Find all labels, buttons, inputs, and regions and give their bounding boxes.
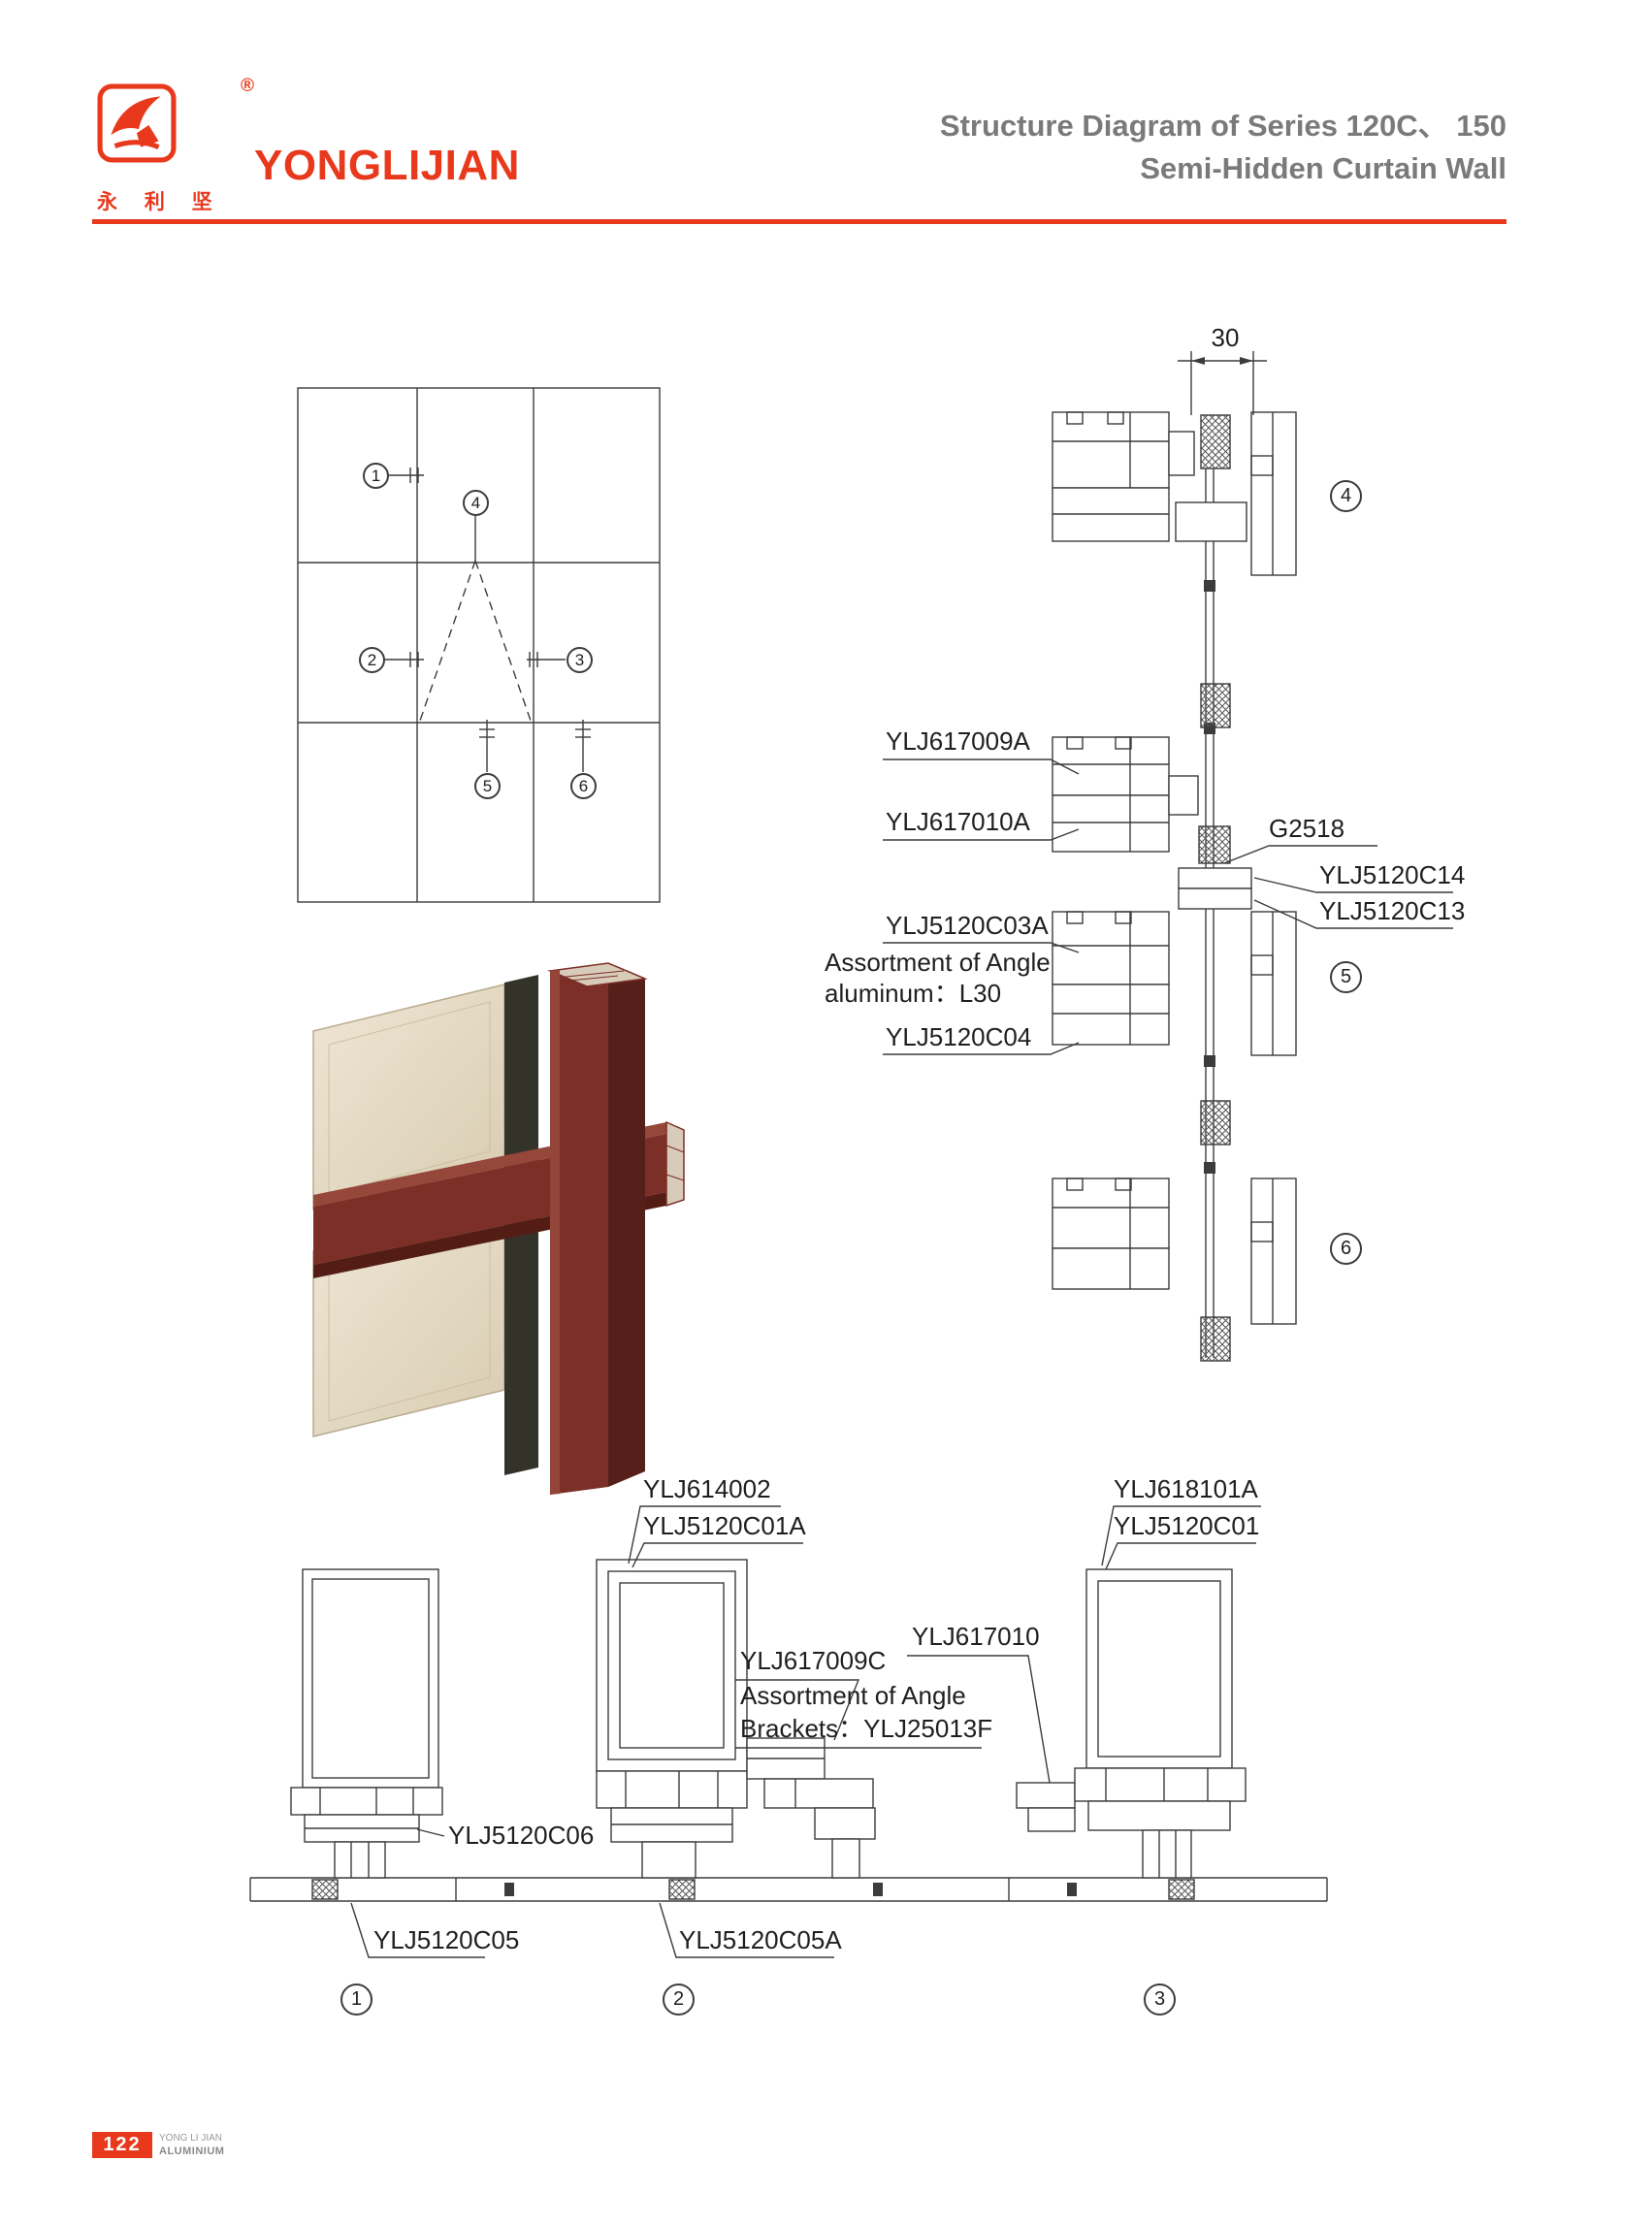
- footer-company: YONG LI JIAN ALUMINIUM: [159, 2133, 224, 2158]
- dimension-30-lines: [1178, 351, 1267, 415]
- page-title: Structure Diagram of Series 120C、 150 Se…: [940, 105, 1506, 190]
- glass-gaskets: [1204, 580, 1215, 1174]
- label-ylj5120c05a: YLJ5120C05A: [679, 1925, 842, 1954]
- detail-3-profiles: [1016, 1568, 1247, 1879]
- page-title-line1: Structure Diagram of Series 120C、 150: [939, 109, 1506, 143]
- label-assortment-angle-brackets-line1: Assortment of Angle: [740, 1681, 966, 1710]
- detail-4-profiles: [1052, 411, 1297, 576]
- elevation-callout-5: 5: [474, 773, 501, 799]
- label-ylj5120c01: YLJ5120C01: [1114, 1511, 1260, 1540]
- section-callout-4: 4: [1330, 480, 1362, 512]
- elevation-callout-4: 4: [463, 490, 489, 516]
- footer-company-line2: ALUMINIUM: [159, 2145, 225, 2157]
- registered-trademark-icon: ®: [241, 76, 254, 96]
- header-divider: [92, 219, 1506, 224]
- page-number-badge: 122: [92, 2132, 152, 2158]
- curtain-wall-3d-render: [312, 962, 685, 1495]
- label-ylj617010: YLJ617010: [912, 1622, 1040, 1651]
- section-callout-2: 2: [663, 1984, 695, 2016]
- label-ylj614002: YLJ614002: [643, 1474, 771, 1503]
- label-ylj5120c06: YLJ5120C06: [448, 1821, 595, 1850]
- section-callout-1: 1: [340, 1984, 373, 2016]
- elevation-callout-1: 1: [363, 463, 389, 489]
- footer-company-line1: YONG LI JIAN: [159, 2133, 223, 2144]
- label-ylj5120c14: YLJ5120C14: [1319, 860, 1466, 889]
- label-ylj5120c03a: YLJ5120C03A: [886, 911, 1049, 940]
- brand-logo-icon: [97, 83, 177, 163]
- label-ylj5120c01a: YLJ5120C01A: [643, 1511, 806, 1540]
- label-ylj617009a: YLJ617009A: [886, 726, 1030, 756]
- label-ylj5120c05: YLJ5120C05: [373, 1925, 520, 1954]
- elevation-callout-6: 6: [570, 773, 597, 799]
- label-ylj618101a: YLJ618101A: [1114, 1474, 1258, 1503]
- section-callout-3: 3: [1144, 1984, 1176, 2016]
- page-title-line2: Semi-Hidden Curtain Wall: [1140, 151, 1506, 186]
- plan-glass-strip: [249, 1877, 1328, 1902]
- label-assortment-angle-aluminum-line2: aluminum：L30: [825, 979, 1002, 1008]
- section-callout-6: 6: [1330, 1233, 1362, 1265]
- label-g2518: G2518: [1269, 814, 1345, 843]
- label-ylj5120c04: YLJ5120C04: [886, 1022, 1032, 1051]
- label-assortment-angle-brackets-line2: Brackets：YLJ25013F: [740, 1714, 993, 1743]
- mullion-bar: [547, 962, 648, 1495]
- dimension-30: 30: [1211, 323, 1240, 352]
- label-ylj5120c13: YLJ5120C13: [1319, 896, 1466, 925]
- hidden-vent-dashed-lines: [419, 560, 532, 722]
- brand-name: YONGLIJIAN: [254, 142, 520, 189]
- section-callout-5: 5: [1330, 961, 1362, 993]
- detail-1-profiles: [290, 1568, 443, 1879]
- elevation-drawing: [297, 387, 661, 903]
- brand-name-chinese: 永 利 坚: [97, 191, 223, 213]
- label-ylj617009c: YLJ617009C: [740, 1646, 887, 1675]
- detail-6-profiles: [1052, 1178, 1297, 1325]
- vertical-section-drawing: [883, 351, 1453, 1362]
- elevation-callout-2: 2: [359, 647, 385, 673]
- elevation-callout-3: 3: [567, 647, 593, 673]
- label-assortment-angle-aluminum-line1: Assortment of Angle: [825, 948, 1051, 977]
- label-ylj617010a: YLJ617010A: [886, 807, 1030, 836]
- detail-5-profiles: [1052, 736, 1297, 1056]
- glass-spacers-hatched: [1198, 414, 1231, 1362]
